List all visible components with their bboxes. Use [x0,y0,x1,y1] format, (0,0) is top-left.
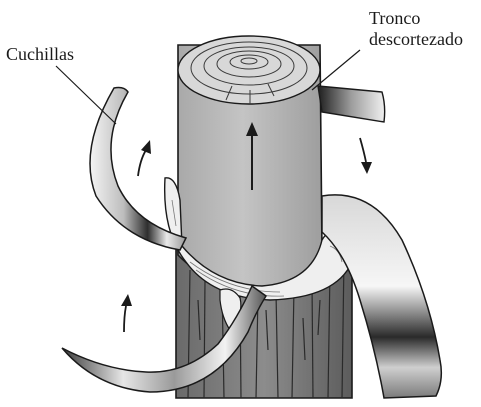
debarked-trunk-label-line2: descortezado [369,29,463,50]
rotation-arrow-upper-right-icon [360,138,372,174]
debarked-trunk [178,36,322,290]
blades-leader-line [56,66,116,124]
rotation-arrow-lower-left-icon [121,294,132,332]
blades-label: Cuchillas [6,44,74,65]
debarked-trunk-label: Tronco descortezado [369,8,463,50]
rotation-arrow-upper-left-icon [138,140,151,176]
blade-upper-right [318,86,385,122]
debarked-trunk-label-line1: Tronco [369,8,463,29]
